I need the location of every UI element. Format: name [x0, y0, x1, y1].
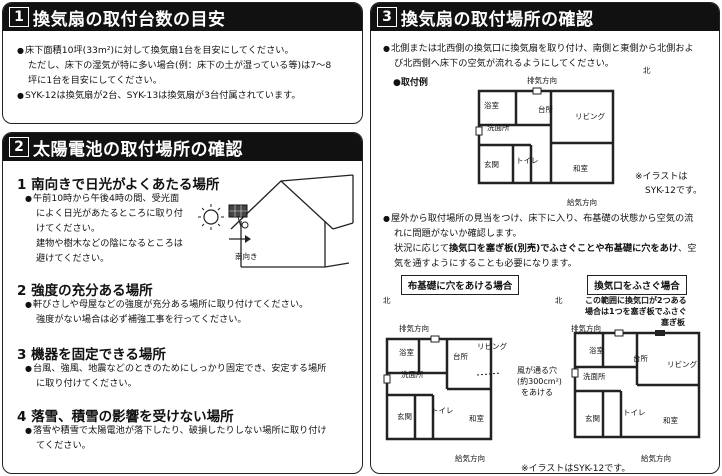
hole-note-line1: 風が通る穴 — [517, 366, 557, 375]
panel3-header: 3 換気扇の取付場所の確認 — [371, 3, 719, 31]
panel1-bullet1-line2: ただし、床下の湿気が特に多い場合(例：床下の土が湿っている等)は7～8 — [28, 60, 332, 71]
intake-direction-label-2: 給気方向 — [455, 454, 485, 463]
north-label: 北 — [643, 66, 651, 75]
room-bath: 浴室 — [484, 101, 499, 110]
hole-note-line3: をあける — [521, 388, 553, 397]
south-facing-label: 南向き — [235, 252, 258, 261]
panel1-bullet1-line3: 坪に1台を目安にしてください。 — [28, 75, 162, 86]
room-washroom-2: 洗面所 — [401, 370, 424, 379]
room-living-2: リビング — [477, 342, 507, 351]
sun-icon — [198, 204, 224, 230]
fan-unit-icon — [475, 87, 542, 136]
solar-sub1-body: 午前10時から午後4時の間、受光面 によく日光があたるところに取り付 けてくださ… — [25, 191, 205, 266]
panel3-bullet2: 屋外から取付場所の見当をつけ、床下に入り、布基礎の状態から空気の流 れに問題がな… — [383, 211, 717, 271]
room-japanese-2: 和室 — [469, 414, 484, 423]
room-bath-3: 浴室 — [589, 346, 604, 355]
room-toilet-3: トイレ — [623, 408, 646, 417]
room-entrance-2: 玄関 — [397, 412, 412, 421]
panel-solar-location: 2 太陽電池の取付場所の確認 1 南向きで日光がよくあたる場所 午前10時から午… — [2, 132, 363, 474]
room-washroom-3: 洗面所 — [583, 372, 606, 381]
case-drill-hole-label: 布基礎に穴をあける場合 — [401, 275, 519, 295]
room-kitchen: 台所 — [538, 105, 553, 114]
panel1-bullet1-line1: 床下面積10坪(33m²)に対して換気扇1台を目安にしてください。 — [17, 43, 357, 58]
panel1-bullet2: SYK-12は換気扇が2台、SYK-13は換気扇が3台付属されています。 — [17, 88, 357, 103]
room-toilet: トイレ — [516, 156, 539, 165]
panel3-intro: 北側または北西側の換気口に換気扇を取り付け、南側と東側から北側およ び北西側へ床… — [383, 41, 717, 71]
solar-sub2-heading: 2 強度の充分ある場所 — [17, 283, 153, 299]
floor-plan-close-vent — [571, 329, 701, 439]
house-solar-illustration — [198, 174, 354, 268]
north-label-2: 北 — [383, 296, 391, 305]
solar-sub4-line2: てください。 — [36, 440, 91, 451]
panel3-bullet1-line1: 北側または北西側の換気口に換気扇を取り付け、南側と東側から北側およ — [383, 41, 717, 56]
panel3-bullet2-line3: 状況に応じて換気口を塞ぎ板(別売)でふさぐことや布基礎に穴をあけ、空 — [394, 243, 697, 254]
house-icon — [230, 174, 354, 268]
exhaust-direction-label-2: 排気方向 — [399, 324, 429, 333]
solar-sub1-line5: 避けてください。 — [36, 253, 110, 264]
note2: ※イラストはSYK-12です。 — [521, 464, 631, 474]
intake-direction-label-3: 給気方向 — [641, 454, 671, 463]
room-living: リビング — [575, 112, 605, 121]
panel-install-count: 1 換気扇の取付台数の目安 床下面積10坪(33m²)に対して換気扇1台を目安に… — [2, 2, 363, 124]
solar-sub1-line3: けてください。 — [36, 223, 101, 234]
section-number: 2 — [9, 137, 29, 157]
close-note-line1: この範囲に換気口が2つある — [585, 296, 687, 305]
room-japanese-3: 和室 — [663, 416, 678, 425]
solar-sub3-body: 台風、強風、地震などのときのためにしっかり固定でき、安定する場所 に取り付けてく… — [25, 361, 360, 391]
panel-fan-location: 3 換気扇の取付場所の確認 北側または北西側の換気口に換気扇を取り付け、南側と東… — [370, 2, 720, 474]
fan-unit-icon — [571, 329, 624, 378]
close-note-line2: 場合は1つを塞ぎ板でふさぐ — [585, 307, 687, 316]
intake-direction-label: 給気方向 — [567, 198, 597, 207]
panel3-bullet2-line2: れに問題がないか確認します。 — [394, 228, 522, 239]
note1-line1: ※イラストは — [635, 172, 688, 182]
panel3-bullet2-line1: 屋外から取付場所の見当をつけ、床下に入り、布基礎の状態から空気の流 — [383, 211, 717, 226]
solar-sub1-line2: によく日光があたるところに取り付 — [36, 208, 183, 219]
room-living-3: リビング — [667, 360, 697, 369]
install-example-label: ●取付例 — [393, 78, 428, 88]
exhaust-direction-label: 排気方向 — [527, 76, 557, 85]
floor-plan-drill-hole — [383, 335, 502, 441]
room-entrance: 玄関 — [484, 160, 499, 169]
exhaust-direction-label-3: 排気方向 — [571, 324, 601, 333]
north-label-3: 北 — [555, 296, 563, 305]
section-number: 1 — [9, 7, 29, 27]
fan-unit-icon — [383, 335, 440, 384]
floor-plan-example — [475, 87, 615, 185]
panel1-header: 1 換気扇の取付台数の目安 — [3, 3, 362, 31]
room-entrance-3: 玄関 — [585, 414, 600, 423]
room-bath-2: 浴室 — [399, 348, 414, 357]
panel3-bullet2-line4: 気を通すようにすることも必要になります。 — [394, 258, 577, 269]
panel3-bullet1-line2: び北西側へ床下の空気が流れるようにしてください。 — [394, 58, 614, 69]
solar-sub2-line2: 強度がない場合は必ず補強工事を行ってください。 — [36, 314, 247, 325]
solar-sub4-line1: 落雪や積雪で太陽電池が落下したり、破損したりしない場所に取り付け — [25, 423, 360, 438]
solar-sub2-line1: 軒びさしや母屋などの強度が充分ある場所に取り付けてください。 — [25, 297, 360, 312]
room-japanese: 和室 — [573, 164, 588, 173]
solar-sub3-line1: 台風、強風、地震などのときのためにしっかり固定でき、安定する場所 — [25, 361, 360, 376]
section-number: 3 — [377, 7, 397, 27]
solar-sub4-body: 落雪や積雪で太陽電池が落下したり、破損したりしない場所に取り付け てください。 — [25, 423, 360, 453]
panel1-body: 床下面積10坪(33m²)に対して換気扇1台を目安にしてください。 ただし、床下… — [17, 43, 357, 103]
panel1-title: 換気扇の取付台数の目安 — [33, 9, 226, 30]
case-close-vent-label: 換気口をふさぐ場合 — [587, 275, 687, 295]
south-arrow-icon — [229, 235, 251, 243]
solar-sub1-line1: 午前10時から午後4時の間、受光面 — [25, 191, 205, 206]
panel2-title: 太陽電池の取付場所の確認 — [33, 139, 243, 160]
cover-plate-icon — [655, 330, 665, 336]
solar-sub4-heading: 4 落雪、積雪の影響を受けない場所 — [17, 409, 234, 425]
room-washroom: 洗面所 — [487, 123, 510, 132]
panel3-title: 換気扇の取付場所の確認 — [401, 9, 594, 30]
solar-sub2-body: 軒びさしや母屋などの強度が充分ある場所に取り付けてください。 強度がない場合は必… — [25, 297, 360, 327]
solar-sub1-heading: 1 南向きで日光がよくあたる場所 — [17, 177, 220, 193]
room-toilet-2: トイレ — [431, 406, 454, 415]
solar-sub1-line4: 建物や樹木などの陰になるところは — [36, 238, 183, 249]
solar-sub3-line2: に取り付けてください。 — [36, 378, 137, 389]
solar-sub3-heading: 3 機器を固定できる場所 — [17, 347, 166, 363]
note1-line2: SYK-12です。 — [645, 186, 702, 196]
room-kitchen-3: 台所 — [633, 354, 648, 363]
room-kitchen-2: 台所 — [453, 352, 468, 361]
panel2-header: 2 太陽電池の取付場所の確認 — [3, 133, 362, 161]
hole-note-line2: (約300cm²) — [517, 377, 562, 386]
cover-plate-label: 塞ぎ板 — [661, 318, 685, 327]
solar-panel-icon — [228, 204, 249, 229]
